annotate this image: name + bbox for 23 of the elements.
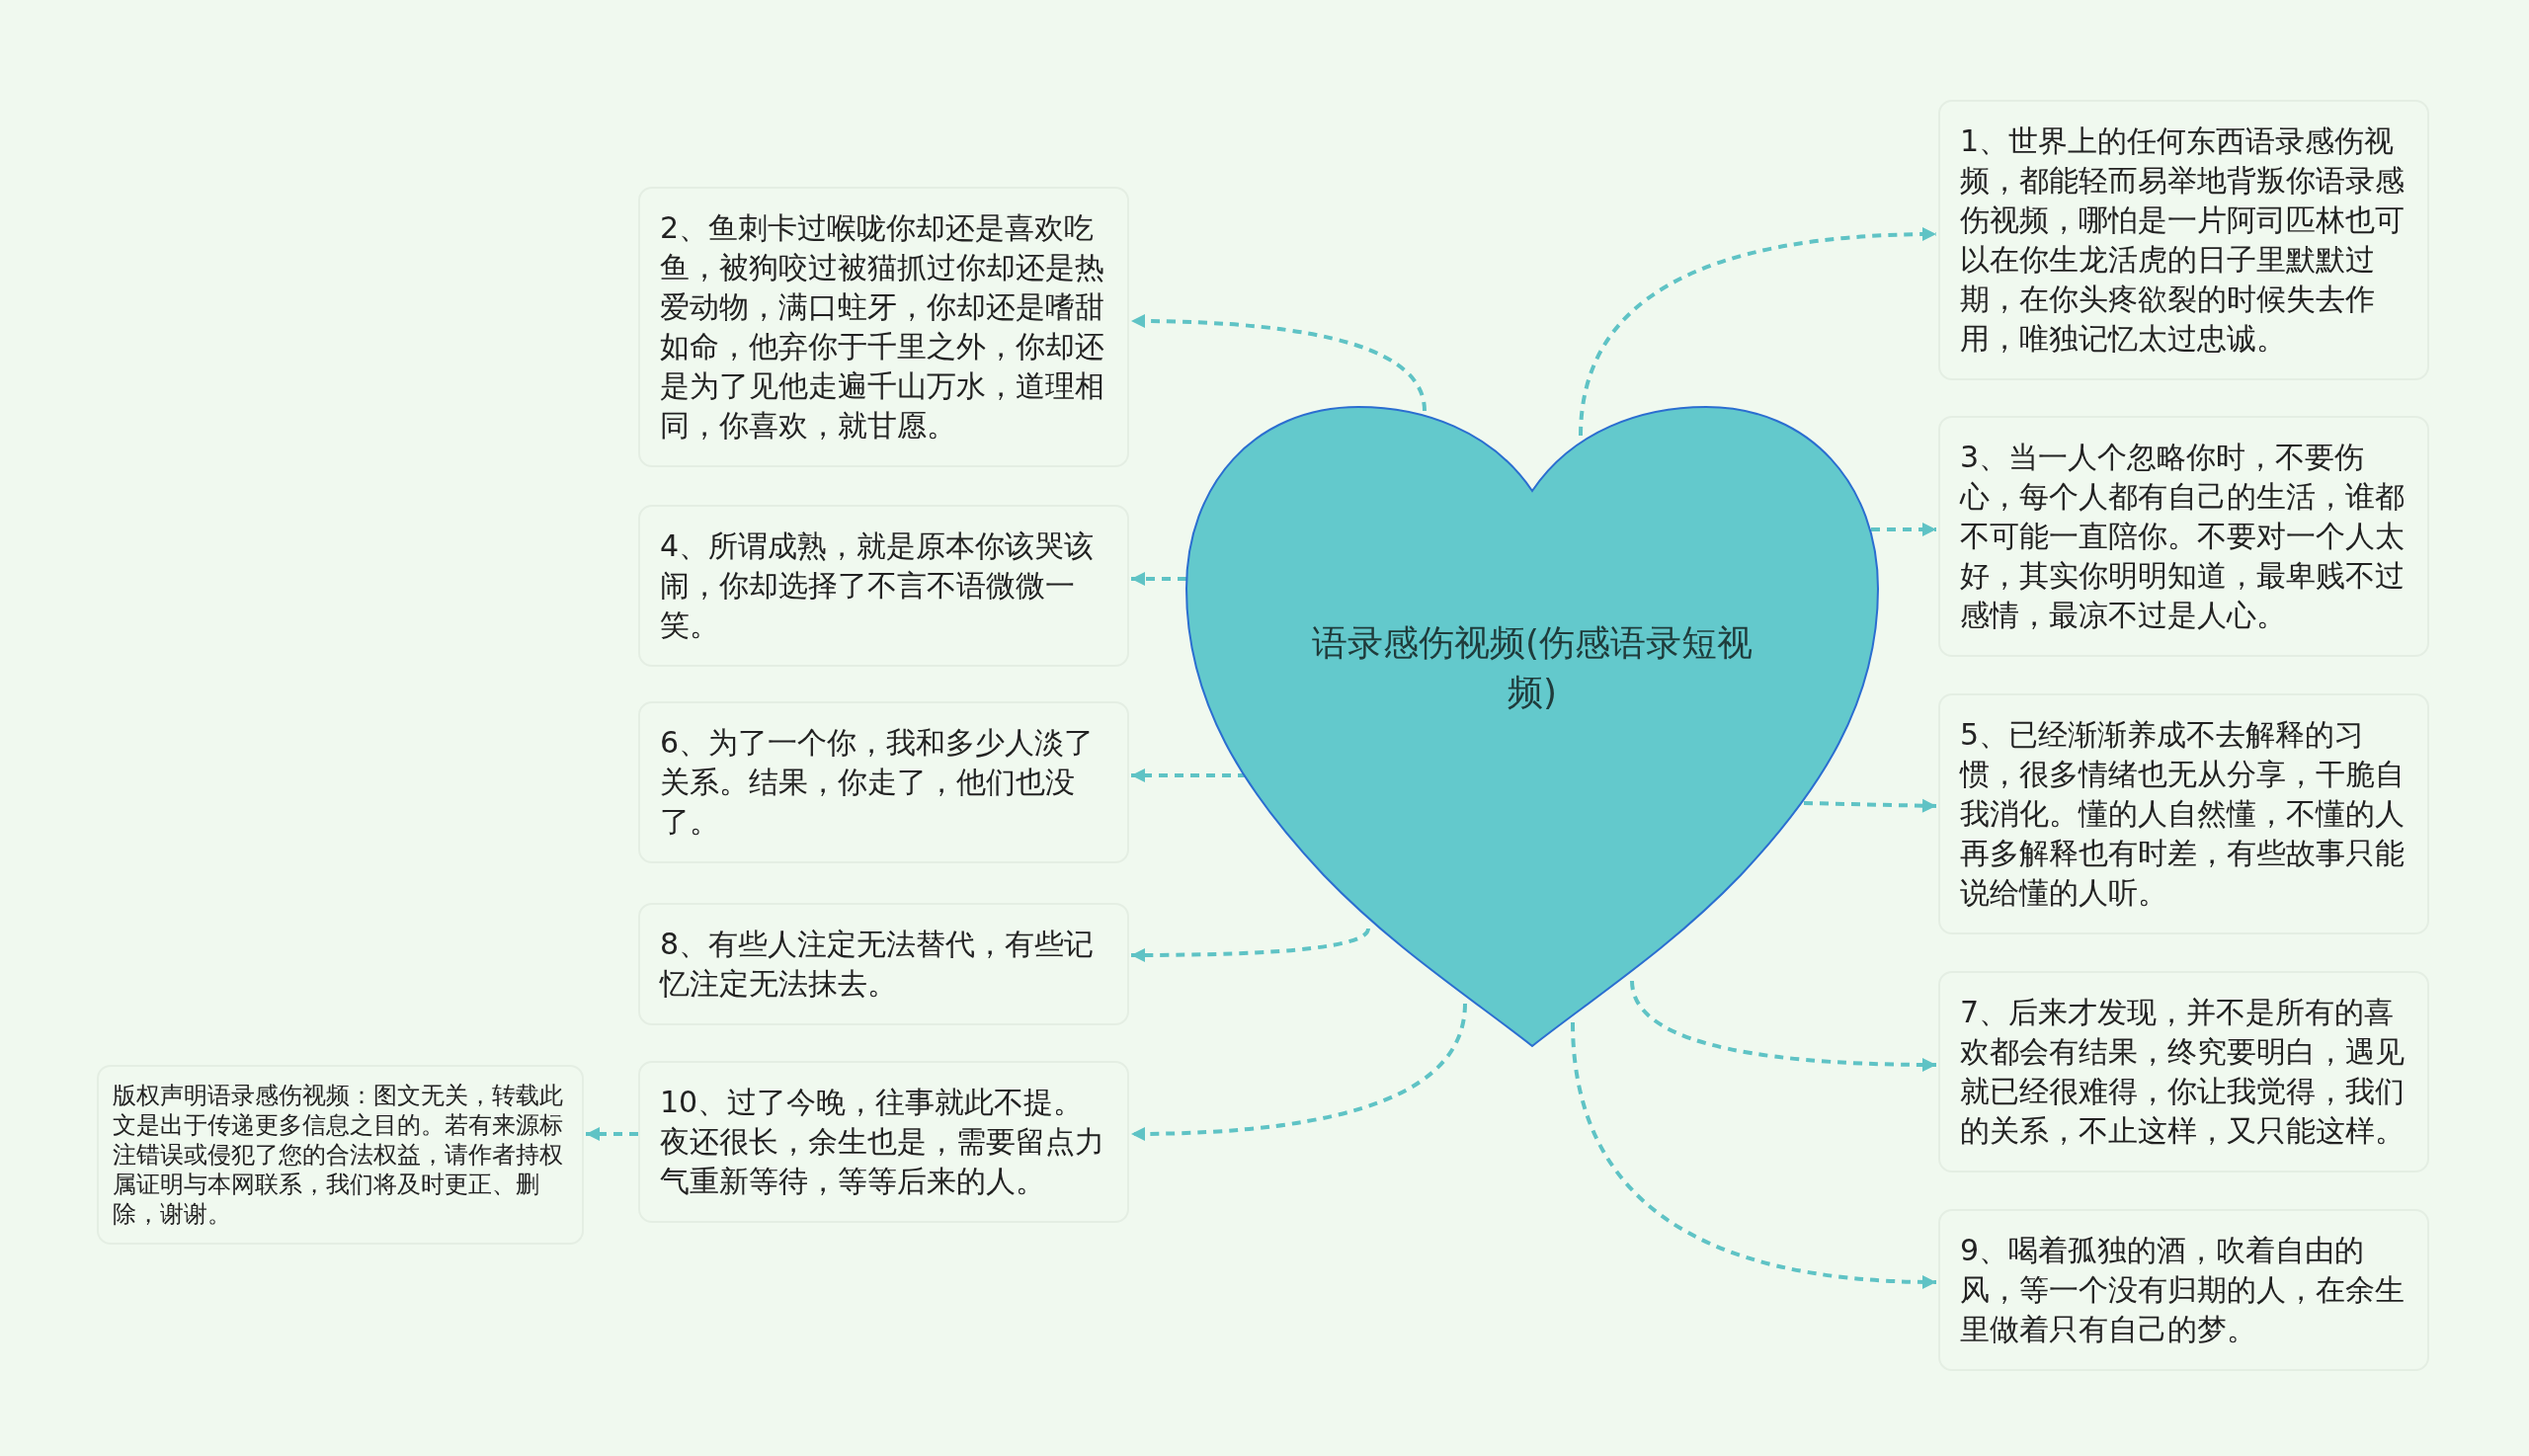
quote-card: 1、世界上的任何东西语录感伤视频，都能轻而易举地背叛你语录感伤视频，哪怕是一片阿司匹林也可以在你生龙活虎的日子里默默过期，在你头疼欲裂的时候失去作用，唯独记忆太过忠诚。 [1938,100,2429,380]
quote-card: 3、当一人个忽略你时，不要伤心，每个人都有自己的生活，谁都不可能一直陪你。不要对一个人太好，其实你明明知道，最卑贱不过感情，最凉不过是人心。 [1938,416,2429,657]
arrow [586,1127,638,1141]
arrow [1131,768,1247,782]
quote-card: 7、后来才发现，并不是所有的喜欢都会有结果，终究要明白，遇见就已经很难得，你让我觉得，我们的关系，不止这样，又只能这样。 [1938,971,2429,1173]
arrow [1803,798,1937,813]
arrow [1130,1003,1467,1141]
quote-card: 10、过了今晚，往事就此不提。夜还很长，余生也是，需要留点力气重新等待，等等后来的人。 [638,1061,1129,1223]
arrow [1130,314,1427,412]
quote-card: 6、为了一个你，我和多少人淡了关系。结果，你走了，他们也没了。 [638,701,1129,863]
arrow [1871,523,1936,536]
arrow [1131,572,1186,586]
quote-card: 2、鱼刺卡过喉咙你却还是喜欢吃鱼，被狗咬过被猫抓过你却还是热爱动物，满口蛀牙，你却还是嗜甜如命，他弃你于千里之外，你却还是为了见他走遍千山万水，道理相同，你喜欢，就甘愿。 [638,187,1129,467]
arrow [1630,980,1937,1072]
note-card: 版权声明语录感伤视频：图文无关，转载此文是出于传递更多信息之目的。若有来源标注错误或侵犯了您的合法权益，请作者持权属证明与本网联系，我们将及时更正、删除，谢谢。 [97,1065,584,1245]
quote-card: 5、已经渐渐养成不去解释的习惯，很多情绪也无从分享，干脆自我消化。懂的人自然懂，不懂的人再多解释也有时差，有些故事只能说给懂的人听。 [1938,693,2429,934]
quote-card: 8、有些人注定无法替代，有些记忆注定无法抹去。 [638,903,1129,1025]
quote-card: 4、所谓成熟，就是原本你该哭该闹，你却选择了不言不语微微一笑。 [638,505,1129,667]
arrow [1571,1021,1937,1289]
arrow [1131,928,1370,962]
quote-card: 9、喝着孤独的酒，吹着自由的风，等一个没有归期的人，在余生里做着只有自己的梦。 [1938,1209,2429,1371]
title-text: 语录感伤视频(伤感语录短视频) [1310,621,1754,714]
arrow [1579,227,1937,437]
